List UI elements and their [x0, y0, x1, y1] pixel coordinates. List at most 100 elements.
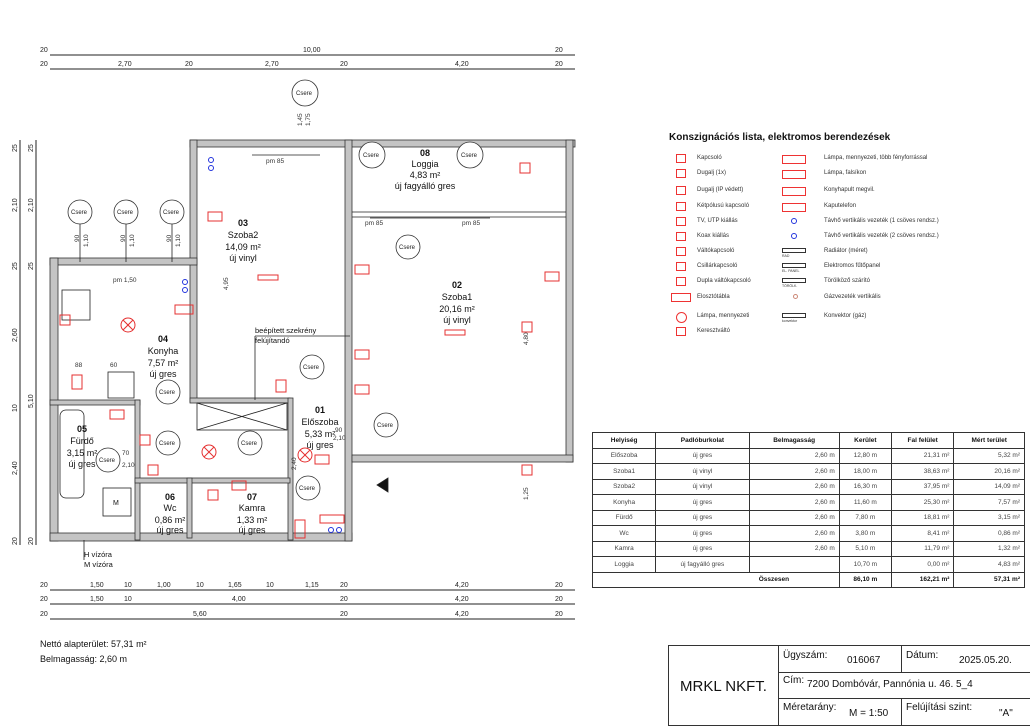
dim: 20: [555, 582, 563, 589]
door-tag: Csere: [159, 199, 185, 225]
dim: 2,70: [118, 61, 132, 68]
legend-item-label: Dupla váltókapcsoló: [697, 278, 751, 284]
legend-symbol-icon: [676, 232, 686, 241]
dim: 20: [555, 611, 563, 618]
room-name: Szoba1: [442, 292, 473, 302]
table-cell: 2,60 m: [748, 525, 840, 542]
table-cell: 2,60 m: [748, 540, 840, 557]
room-area: 0,86 m²: [155, 515, 186, 525]
dim: 2,70: [265, 61, 279, 68]
bathtub-icon: [59, 409, 85, 499]
dim: 10: [124, 596, 132, 603]
room-name: Fürdő: [70, 436, 94, 446]
legend-symbol-icon: [782, 155, 806, 164]
table-cell: 2,60 m: [748, 447, 840, 464]
legend-symbol-icon: [676, 312, 687, 323]
door-tag: Csere: [299, 354, 325, 380]
door-tag-label: Csere: [159, 441, 176, 447]
dim: 4,20: [455, 61, 469, 68]
plan-notes: Nettó alapterület: 57,31 m² Belmagasság:…: [40, 637, 147, 667]
legend-symbol-tag: RAD: [782, 254, 790, 258]
net-area-note: Nettó alapterület: 57,31 m²: [40, 639, 147, 649]
dim: 70: [122, 450, 130, 457]
table-cell: 3,15 m²: [953, 509, 1025, 526]
door-tag-label: Csere: [399, 245, 416, 251]
dim: 1,75: [305, 113, 312, 126]
dim: 25: [28, 262, 35, 270]
legend-item-label: Dugalj (IP védett): [697, 187, 744, 193]
total-wall-area: 162,21 m²: [890, 571, 955, 588]
date-value: 2025.05.20.: [959, 655, 1012, 666]
room-floor: új gres: [149, 369, 177, 379]
dim: 2,40: [12, 461, 19, 475]
door-tag: Csere: [291, 79, 319, 107]
table-cell: 8,41 m²: [890, 525, 955, 542]
level-value: "A": [999, 708, 1013, 719]
dim: 20: [340, 596, 348, 603]
legend-item-label: Csillárkapcsoló: [697, 263, 738, 269]
heating-pipe-icons: [182, 157, 342, 533]
dim: 10: [196, 582, 204, 589]
dim: 90: [74, 234, 81, 242]
door-tag: Csere: [155, 379, 181, 405]
scale-value: M = 1:50: [849, 708, 889, 719]
door-tag: Csere: [358, 141, 386, 169]
dim: 60: [110, 362, 118, 369]
column-header: Helyiség: [591, 432, 657, 449]
table-cell: Kamra: [591, 540, 657, 557]
shower-icon: [107, 371, 135, 399]
level-label: Felújítási szint:: [906, 702, 973, 713]
dim: 4,00: [232, 596, 246, 603]
legend-item-label: Konvektor (gáz): [824, 313, 867, 319]
dim: 20: [40, 61, 48, 68]
dim: 2,10: [28, 198, 35, 212]
room-area: 20,16 m²: [439, 304, 475, 314]
room-floor: új vinyl: [443, 315, 471, 325]
legend-symbol-icon: [671, 293, 691, 302]
dim: 20: [340, 582, 348, 589]
dim: 10: [124, 582, 132, 589]
door-tag-label: Csere: [99, 458, 116, 464]
dim: 20: [40, 596, 48, 603]
table-cell: Szoba1: [591, 463, 657, 480]
dim: 1,15: [305, 582, 319, 589]
table-cell: új fagyálló gres: [655, 556, 750, 573]
legend-symbol-icon: [676, 202, 686, 211]
top-dimensions: 20 10,00 20 20 2,70 20 2,70 20 4,20 20: [40, 47, 575, 70]
legend-symbol-icon: [782, 313, 806, 318]
table-cell: 0,86 m²: [953, 525, 1025, 542]
table-cell: 7,80 m: [838, 509, 892, 526]
legend-symbol-tag: konvektor: [782, 319, 798, 323]
table-cell: 20,16 m²: [953, 463, 1025, 480]
dim: 2,60: [12, 328, 19, 342]
room-floor: új fagyálló gres: [395, 181, 456, 191]
room-floor: új gres: [156, 525, 184, 535]
stove-icon: [61, 289, 91, 321]
closet-note: beépített szekrény: [255, 326, 317, 335]
left-dimensions: 25 2,10 25 2,60 10 2,40 20 25 2,10 25 5,…: [12, 140, 37, 545]
dim: pm 85: [365, 220, 383, 227]
door-tag-label: Csere: [163, 210, 180, 216]
legend-item-label: Keresztváltó: [697, 328, 731, 334]
door-tag-label: Csere: [71, 210, 88, 216]
table-cell: új vinyl: [655, 478, 750, 495]
legend-item-label: Kétpólusú kapcsoló: [697, 203, 750, 209]
dim: 25: [12, 144, 19, 152]
date-label: Dátum:: [906, 650, 939, 661]
table-cell: 7,57 m²: [953, 494, 1025, 511]
dim: 2,10: [333, 435, 346, 442]
table-cell: 2,60 m: [748, 478, 840, 495]
table-cell: Előszoba: [591, 447, 657, 464]
dim: 4,80: [523, 332, 530, 345]
table-cell: 38,63 m²: [890, 463, 955, 480]
room-floor: új gres: [306, 440, 334, 450]
legend-item-label: Távhő vertikális vezeték (2 csöves rends…: [824, 233, 939, 239]
legend-symbol-icon: [676, 217, 686, 226]
legend-item-label: Kapcsoló: [697, 155, 722, 161]
entrance-arrow-icon: [376, 477, 389, 493]
room-number: 05: [77, 424, 87, 434]
